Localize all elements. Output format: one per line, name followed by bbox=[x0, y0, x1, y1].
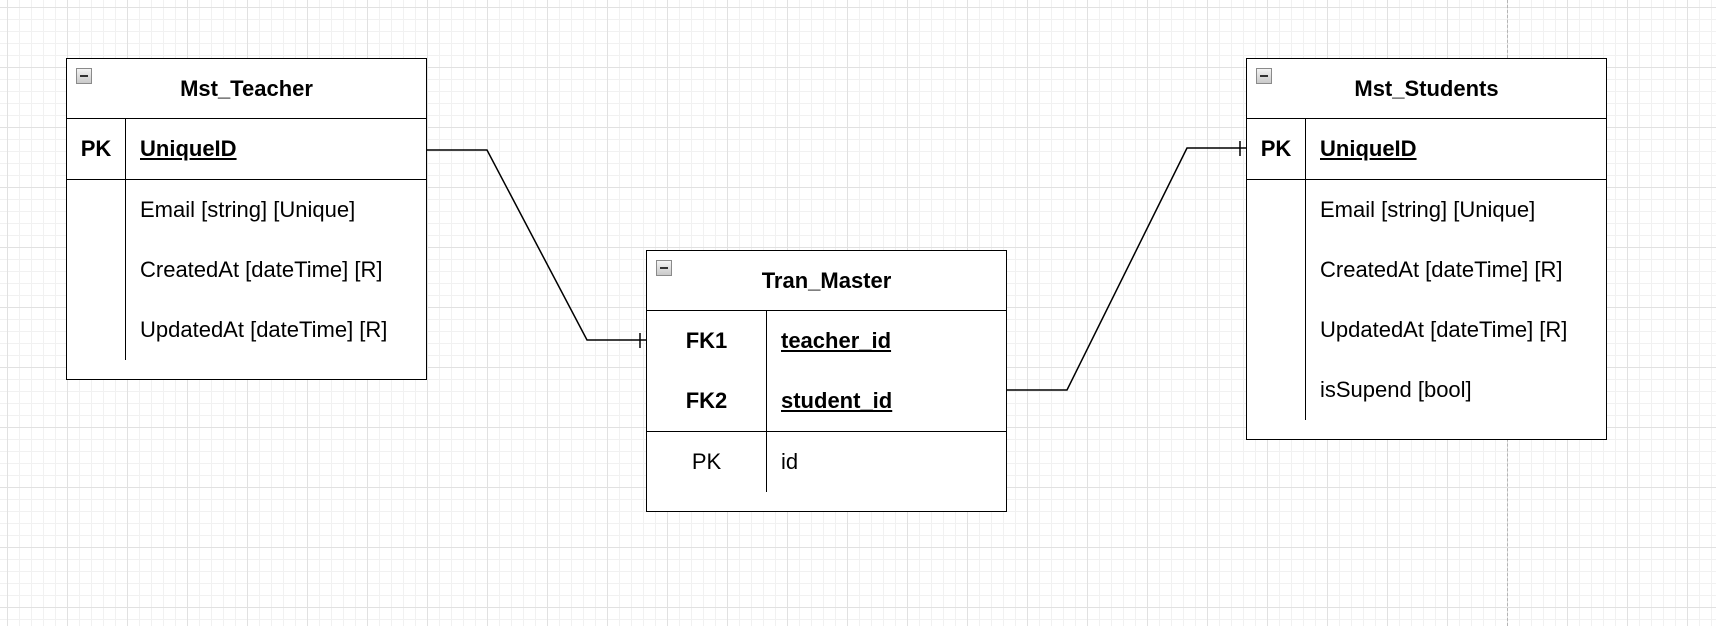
attribute-row[interactable]: CreatedAt [dateTime] [R] bbox=[67, 240, 426, 300]
column-divider bbox=[125, 180, 126, 360]
attribute-section: Email [string] [Unique] CreatedAt [dateT… bbox=[1247, 180, 1606, 420]
attribute-field: isSupend [bool] bbox=[1320, 377, 1472, 402]
key-section: FK1 teacher_id FK2 student_id bbox=[647, 311, 1006, 432]
entity-mst-teacher[interactable]: Mst_Teacher PK UniqueID Email [string] [… bbox=[66, 58, 427, 380]
column-divider bbox=[766, 432, 767, 492]
key-label: PK bbox=[1260, 136, 1292, 161]
column-divider bbox=[1305, 180, 1306, 420]
attribute-field: Email [string] [Unique] bbox=[140, 197, 356, 222]
entity-tran-master[interactable]: Tran_Master FK1 teacher_id FK2 student_i… bbox=[646, 250, 1007, 512]
attribute-row[interactable]: isSupend [bool] bbox=[1247, 360, 1606, 420]
entity-title: Tran_Master bbox=[761, 267, 892, 293]
attribute-row[interactable]: Email [string] [Unique] bbox=[1247, 180, 1606, 240]
attribute-field: id bbox=[781, 449, 799, 474]
key-row[interactable]: PK UniqueID bbox=[67, 119, 426, 179]
entity-header[interactable]: Mst_Teacher bbox=[67, 59, 426, 119]
attribute-row[interactable]: UpdatedAt [dateTime] [R] bbox=[67, 300, 426, 360]
key-row[interactable]: PK UniqueID bbox=[1247, 119, 1606, 179]
key-field: teacher_id bbox=[781, 328, 892, 353]
column-divider bbox=[125, 119, 126, 179]
key-label: FK1 bbox=[685, 328, 728, 353]
entity-mst-students[interactable]: Mst_Students PK UniqueID Email [string] … bbox=[1246, 58, 1607, 440]
attribute-key: PK bbox=[691, 449, 722, 474]
key-row[interactable]: FK2 student_id bbox=[647, 371, 1006, 431]
attribute-row[interactable]: PK id bbox=[647, 432, 1006, 492]
key-label: PK bbox=[80, 136, 112, 161]
column-divider bbox=[766, 311, 767, 431]
entity-title: Mst_Teacher bbox=[180, 75, 313, 101]
attribute-row[interactable]: UpdatedAt [dateTime] [R] bbox=[1247, 300, 1606, 360]
attribute-field: CreatedAt [dateTime] [R] bbox=[1320, 257, 1563, 282]
key-section: PK UniqueID bbox=[67, 119, 426, 180]
key-row[interactable]: FK1 teacher_id bbox=[647, 311, 1006, 371]
collapse-icon[interactable] bbox=[656, 260, 672, 276]
attribute-row[interactable]: CreatedAt [dateTime] [R] bbox=[1247, 240, 1606, 300]
attribute-field: UpdatedAt [dateTime] [R] bbox=[140, 317, 388, 342]
key-field: student_id bbox=[781, 388, 893, 413]
collapse-icon[interactable] bbox=[76, 68, 92, 84]
entity-header[interactable]: Mst_Students bbox=[1247, 59, 1606, 119]
attribute-section: PK id bbox=[647, 432, 1006, 492]
relationship-tran-students[interactable] bbox=[1006, 147, 1247, 391]
entity-title: Mst_Students bbox=[1354, 75, 1499, 101]
attribute-section: Email [string] [Unique] CreatedAt [dateT… bbox=[67, 180, 426, 360]
collapse-icon[interactable] bbox=[1256, 68, 1272, 84]
entity-header[interactable]: Tran_Master bbox=[647, 251, 1006, 311]
attribute-row[interactable]: Email [string] [Unique] bbox=[67, 180, 426, 240]
key-field: UniqueID bbox=[140, 136, 237, 161]
relationship-teacher-tran[interactable] bbox=[426, 149, 647, 341]
attribute-field: UpdatedAt [dateTime] [R] bbox=[1320, 317, 1568, 342]
attribute-field: Email [string] [Unique] bbox=[1320, 197, 1536, 222]
attribute-field: CreatedAt [dateTime] [R] bbox=[140, 257, 383, 282]
key-field: UniqueID bbox=[1320, 136, 1417, 161]
column-divider bbox=[1305, 119, 1306, 179]
key-label: FK2 bbox=[685, 388, 728, 413]
key-section: PK UniqueID bbox=[1247, 119, 1606, 180]
